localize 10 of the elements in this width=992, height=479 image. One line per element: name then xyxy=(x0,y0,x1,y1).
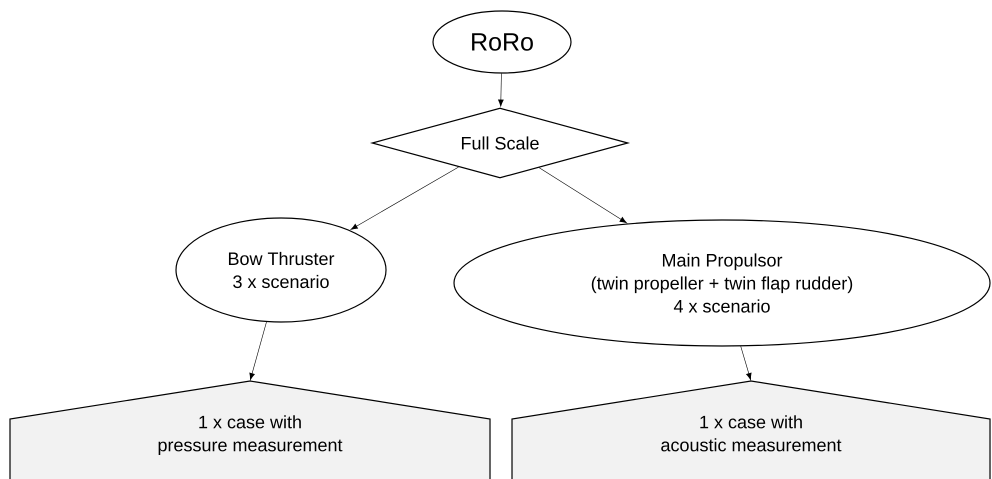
arrow xyxy=(249,322,267,380)
ellipse-node: Main Propulsor (twin propeller + twin flap rudder) 4 x scenario xyxy=(453,219,991,347)
arrow xyxy=(350,166,459,230)
arrow xyxy=(498,73,504,107)
ellipse-node: RoRo xyxy=(432,10,572,74)
case-box: 1 x case with pressure measurement xyxy=(9,380,491,479)
case-box: 1 x case with acoustic measurement xyxy=(511,380,991,479)
arrow xyxy=(740,346,752,380)
ellipse-node: Bow Thruster 3 x scenario xyxy=(175,217,387,323)
arrow xyxy=(538,167,627,224)
